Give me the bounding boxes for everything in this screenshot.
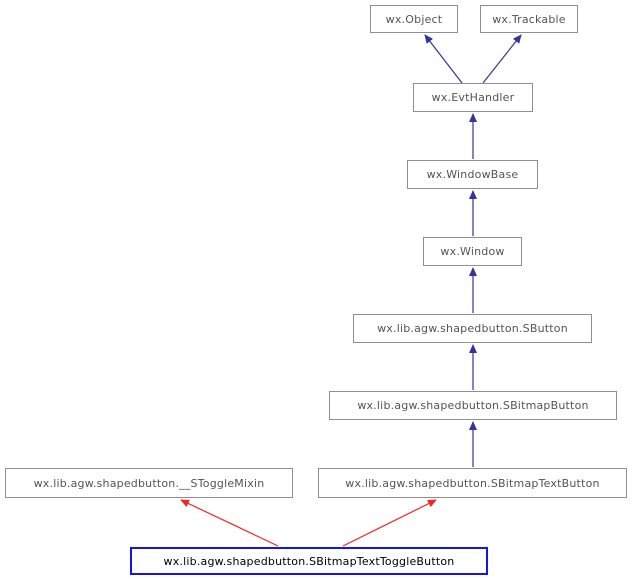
edge-wx-evthandler-to-wx-object bbox=[424, 34, 463, 84]
edge-sbitmaptexttogglebutton-to-stogglemixin bbox=[180, 499, 279, 547]
class-node-sbutton[interactable]: wx.lib.agw.shapedbutton.SButton bbox=[353, 314, 592, 343]
class-node-label: wx.lib.agw.shapedbutton.SBitmapTextToggl… bbox=[163, 554, 455, 568]
class-node-label: wx.lib.agw.shapedbutton.SBitmapTextButto… bbox=[345, 476, 600, 490]
class-node-label: wx.lib.agw.shapedbutton.SBitmapButton bbox=[357, 399, 589, 412]
class-node-label: wx.EvtHandler bbox=[431, 91, 515, 104]
class-node-wx-windowbase[interactable]: wx.WindowBase bbox=[407, 160, 538, 189]
class-node-wx-object[interactable]: wx.Object bbox=[370, 5, 458, 33]
class-node-label: wx.Trackable bbox=[492, 12, 566, 26]
edge-sbitmaptexttogglebutton-to-sbitmaptextbutton bbox=[342, 499, 437, 547]
class-node-sbitmapbutton[interactable]: wx.lib.agw.shapedbutton.SBitmapButton bbox=[329, 391, 617, 420]
class-node-label: wx.Object bbox=[385, 12, 443, 26]
class-node-sbitmaptexttogglebutton[interactable]: wx.lib.agw.shapedbutton.SBitmapTextToggl… bbox=[130, 547, 488, 575]
edge-wx-evthandler-to-wx-trackable bbox=[482, 34, 522, 84]
class-node-stogglemixin[interactable]: wx.lib.agw.shapedbutton.__SToggleMixin bbox=[5, 468, 293, 498]
class-node-sbitmaptextbutton[interactable]: wx.lib.agw.shapedbutton.SBitmapTextButto… bbox=[318, 468, 627, 498]
class-node-wx-window[interactable]: wx.Window bbox=[423, 237, 522, 266]
class-node-wx-trackable[interactable]: wx.Trackable bbox=[480, 5, 578, 33]
class-node-label: wx.Window bbox=[440, 245, 505, 258]
class-node-wx-evthandler[interactable]: wx.EvtHandler bbox=[413, 83, 533, 112]
class-node-label: wx.lib.agw.shapedbutton.__SToggleMixin bbox=[33, 476, 265, 490]
class-node-label: wx.lib.agw.shapedbutton.SButton bbox=[377, 322, 568, 335]
class-node-label: wx.WindowBase bbox=[426, 168, 519, 181]
